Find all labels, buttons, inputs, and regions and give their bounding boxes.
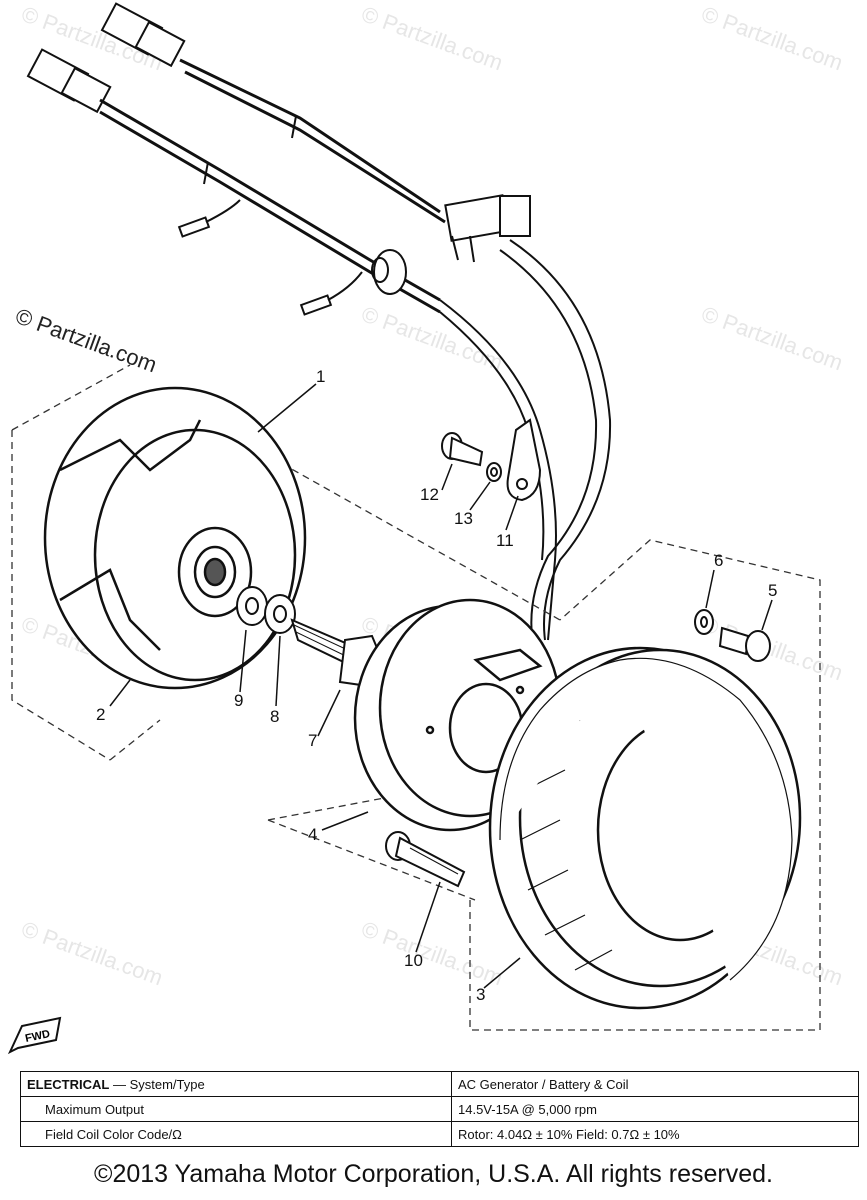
callout-11: 11 <box>496 531 514 550</box>
callout-13: 13 <box>454 509 473 528</box>
callout-numbers: 1 2 3 4 5 6 7 8 9 10 11 12 13 <box>96 367 777 1004</box>
table-row: Field Coil Color Code/Ω Rotor: 4.04Ω ± 1… <box>20 1121 859 1147</box>
callout-6: 6 <box>714 551 723 570</box>
spec-value: 14.5V-15A @ 5,000 rpm <box>451 1096 859 1122</box>
fwd-arrow-icon: FWD <box>7 1016 62 1055</box>
watermark-text: © Partzilla.com <box>18 916 166 990</box>
connector-a <box>100 2 186 68</box>
watermark-text: © Partzilla.com <box>698 301 846 375</box>
callout-4: 4 <box>308 825 317 844</box>
watermark-text: © Partzilla.com <box>698 1 846 75</box>
part-2-rotor <box>43 386 307 690</box>
spec-label-bold: ELECTRICAL <box>27 1076 110 1092</box>
part-9-washer <box>236 586 268 626</box>
callout-1: 1 <box>316 367 325 386</box>
assembly-outline <box>11 364 821 1031</box>
watermark-visible: © Partzilla.com <box>12 303 160 377</box>
copyright-text: ©2013 Yamaha Motor Corporation, U.S.A. A… <box>94 1160 773 1188</box>
callout-10: 10 <box>404 951 423 970</box>
spec-label: Field Coil Color Code/Ω <box>20 1121 452 1147</box>
watermark-text: © Partzilla.com <box>358 916 506 990</box>
part-6-washer <box>694 609 714 635</box>
part-13-washer <box>486 462 502 482</box>
callout-5: 5 <box>768 581 777 600</box>
part-11-clamp <box>506 418 542 502</box>
fwd-label: FWD <box>24 1028 51 1045</box>
leader-lines <box>109 383 773 989</box>
table-row: Maximum Output 14.5V-15A @ 5,000 rpm <box>20 1096 859 1122</box>
table-row: ELECTRICAL — System/Type AC Generator / … <box>20 1071 859 1097</box>
spec-table: ELECTRICAL — System/Type AC Generator / … <box>20 1071 859 1147</box>
spec-value: AC Generator / Battery & Coil <box>451 1071 859 1097</box>
spec-label-rest: — System/Type <box>109 1076 205 1092</box>
spec-label: ELECTRICAL — System/Type <box>20 1071 452 1097</box>
wiring-harness <box>26 2 612 641</box>
part-10-screw <box>385 831 466 888</box>
callout-12: 12 <box>420 485 439 504</box>
connector-b <box>26 48 112 114</box>
callout-8: 8 <box>270 707 279 726</box>
callout-3: 3 <box>476 985 485 1004</box>
callout-2: 2 <box>96 705 105 724</box>
watermark-text: © Partzilla.com <box>358 1 506 75</box>
part-8-washer <box>264 594 296 634</box>
part-12-screw <box>441 432 484 467</box>
part-3-stator <box>488 646 802 1010</box>
callout-9: 9 <box>234 691 243 710</box>
callout-7: 7 <box>308 731 317 750</box>
part-5-screw <box>718 626 771 662</box>
spec-value: Rotor: 4.04Ω ± 10% Field: 0.7Ω ± 10% <box>451 1121 859 1147</box>
spec-label: Maximum Output <box>20 1096 452 1122</box>
parts-diagram: © Partzilla.com © Partzilla.com © Partzi… <box>7 1 846 1055</box>
